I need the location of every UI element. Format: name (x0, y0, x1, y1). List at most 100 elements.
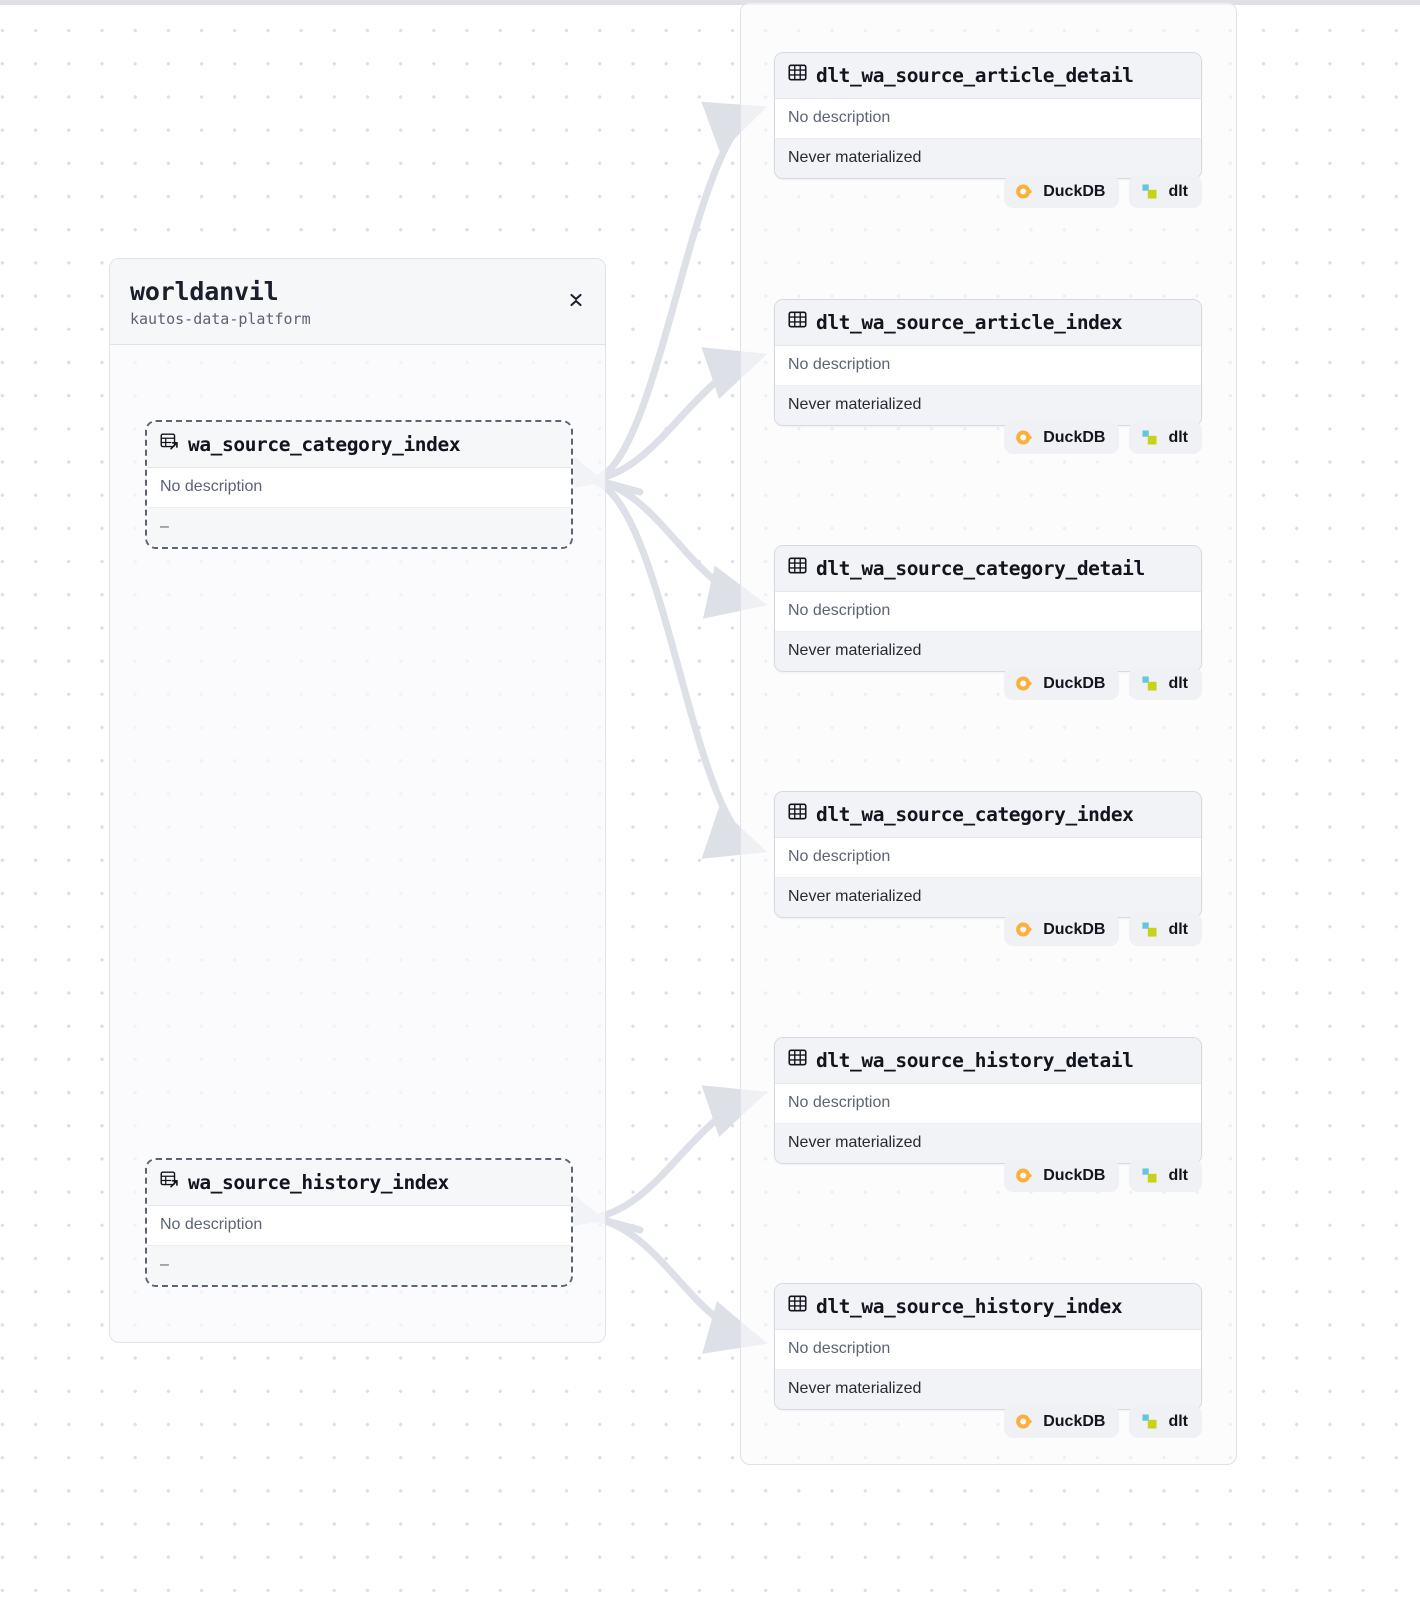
dlt-icon (1140, 1412, 1159, 1431)
node-status: Never materialized (775, 878, 1201, 917)
dlt-icon (1140, 182, 1159, 201)
edge-category-index-to-category-detail (588, 476, 768, 619)
node-description: No description (147, 468, 571, 508)
badge-duckdb[interactable]: DuckDB (1004, 913, 1120, 946)
dlt-icon (1140, 1166, 1159, 1185)
badge-row: DuckDB dlt (774, 667, 1202, 700)
group-subtitle: kautos-data-platform (130, 310, 311, 328)
node-dlt-wa-source-history-index[interactable]: dlt_wa_source_history_index No descripti… (774, 1283, 1202, 1410)
table-icon (788, 310, 807, 334)
badge-duckdb[interactable]: DuckDB (1004, 1159, 1120, 1192)
node-status: Never materialized (775, 386, 1201, 425)
badge-label: dlt (1168, 182, 1188, 200)
badge-dlt[interactable]: dlt (1129, 175, 1202, 208)
badge-dlt[interactable]: dlt (1129, 1159, 1202, 1192)
node-title: dlt_wa_source_history_index (816, 1294, 1123, 1318)
node-dlt-wa-source-article-detail[interactable]: dlt_wa_source_article_detail No descript… (774, 52, 1202, 179)
badge-duckdb[interactable]: DuckDB (1004, 1405, 1120, 1438)
table-external-icon (160, 1170, 179, 1194)
collapse-vertical-icon[interactable] (565, 289, 587, 311)
duckdb-icon (1015, 182, 1034, 201)
table-icon (788, 1048, 807, 1072)
badge-label: DuckDB (1043, 428, 1106, 446)
node-description: No description (775, 592, 1201, 632)
node-header: dlt_wa_source_category_detail (775, 546, 1201, 592)
duckdb-icon (1015, 920, 1034, 939)
node-dlt-wa-source-article-index[interactable]: dlt_wa_source_article_index No descripti… (774, 299, 1202, 426)
node-header: wa_source_history_index (147, 1160, 571, 1206)
top-edge-bar (0, 0, 1420, 5)
badge-label: dlt (1168, 1412, 1188, 1430)
node-status: – (147, 508, 571, 547)
badge-row: DuckDB dlt (774, 421, 1202, 454)
badge-row: DuckDB dlt (774, 175, 1202, 208)
badge-duckdb[interactable]: DuckDB (1004, 421, 1120, 454)
node-title: wa_source_history_index (188, 1170, 449, 1194)
node-description: No description (147, 1206, 571, 1246)
badge-dlt[interactable]: dlt (1129, 913, 1202, 946)
node-title: dlt_wa_source_category_detail (816, 556, 1145, 580)
table-icon (788, 556, 807, 580)
node-dlt-wa-source-category-index[interactable]: dlt_wa_source_category_index No descript… (774, 791, 1202, 918)
node-dlt-wa-source-category-detail[interactable]: dlt_wa_source_category_detail No descrip… (774, 545, 1202, 672)
duckdb-icon (1015, 1166, 1034, 1185)
edge-category-index-to-article-index (588, 347, 768, 484)
node-title: wa_source_category_index (188, 432, 461, 456)
badge-label: dlt (1168, 920, 1188, 938)
table-icon (788, 1294, 807, 1318)
node-wa-source-category-index[interactable]: wa_source_category_index No description … (145, 420, 573, 549)
edge-history-index-to-history-index (588, 1214, 768, 1354)
node-title: dlt_wa_source_article_detail (816, 63, 1134, 87)
badge-label: dlt (1168, 428, 1188, 446)
node-header: wa_source_category_index (147, 422, 571, 468)
edge-history-index-to-history-detail (588, 1085, 768, 1222)
duckdb-icon (1015, 428, 1034, 447)
badge-label: dlt (1168, 674, 1188, 692)
badge-duckdb[interactable]: DuckDB (1004, 667, 1120, 700)
dlt-icon (1140, 428, 1159, 447)
node-wa-source-history-index[interactable]: wa_source_history_index No description – (145, 1158, 573, 1287)
node-title: dlt_wa_source_category_index (816, 802, 1134, 826)
duckdb-icon (1015, 674, 1034, 693)
group-container-right[interactable] (740, 2, 1237, 1465)
table-icon (788, 802, 807, 826)
badge-dlt[interactable]: dlt (1129, 667, 1202, 700)
badge-duckdb[interactable]: DuckDB (1004, 175, 1120, 208)
badge-label: DuckDB (1043, 920, 1106, 938)
dlt-icon (1140, 674, 1159, 693)
node-header: dlt_wa_source_category_index (775, 792, 1201, 838)
edge-category-index-to-category-index (588, 476, 768, 859)
badge-label: DuckDB (1043, 1412, 1106, 1430)
node-description: No description (775, 1084, 1201, 1124)
group-title: worldanvil (130, 277, 279, 306)
node-status: Never materialized (775, 1370, 1201, 1409)
badge-row: DuckDB dlt (774, 1405, 1202, 1438)
group-header: worldanvil kautos-data-platform (110, 259, 605, 345)
node-status: Never materialized (775, 1124, 1201, 1163)
node-description: No description (775, 1330, 1201, 1370)
edge-category-index-to-article-detail (588, 102, 768, 484)
badge-dlt[interactable]: dlt (1129, 1405, 1202, 1438)
node-status: Never materialized (775, 632, 1201, 671)
node-title: dlt_wa_source_history_detail (816, 1048, 1134, 1072)
table-icon (788, 63, 807, 87)
node-description: No description (775, 99, 1201, 139)
node-header: dlt_wa_source_article_index (775, 300, 1201, 346)
badge-label: DuckDB (1043, 674, 1106, 692)
badge-row: DuckDB dlt (774, 913, 1202, 946)
node-title: dlt_wa_source_article_index (816, 310, 1123, 334)
node-status: – (147, 1246, 571, 1285)
table-external-icon (160, 432, 179, 456)
duckdb-icon (1015, 1412, 1034, 1431)
node-header: dlt_wa_source_history_detail (775, 1038, 1201, 1084)
badge-dlt[interactable]: dlt (1129, 421, 1202, 454)
badge-label: DuckDB (1043, 182, 1106, 200)
node-description: No description (775, 346, 1201, 386)
node-dlt-wa-source-history-detail[interactable]: dlt_wa_source_history_detail No descript… (774, 1037, 1202, 1164)
badge-row: DuckDB dlt (774, 1159, 1202, 1192)
node-header: dlt_wa_source_article_detail (775, 53, 1201, 99)
node-description: No description (775, 838, 1201, 878)
badge-label: DuckDB (1043, 1166, 1106, 1184)
node-status: Never materialized (775, 139, 1201, 178)
